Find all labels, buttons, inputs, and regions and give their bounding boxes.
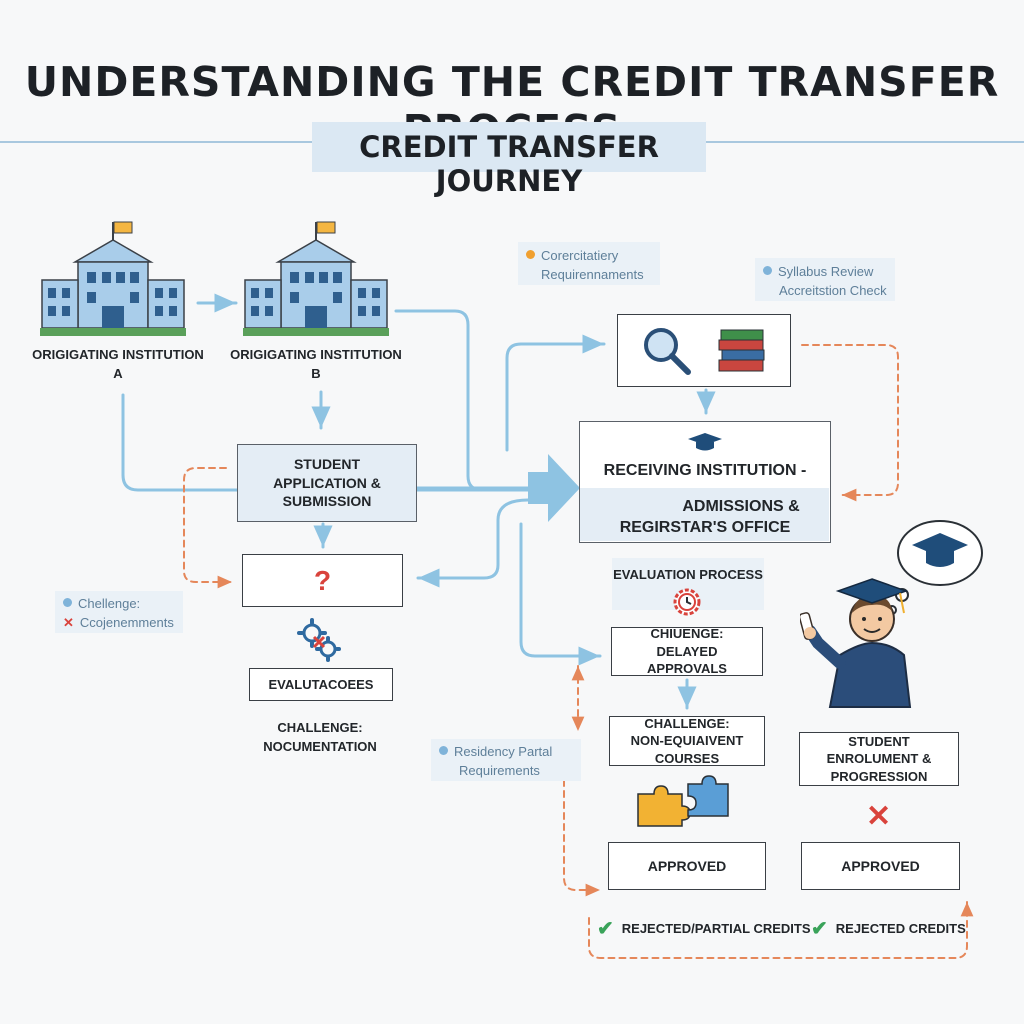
arrow-to-review — [505, 334, 606, 452]
approved-left-label: APPROVED — [647, 857, 727, 874]
question-box: ? — [242, 554, 403, 607]
note-syllabus-review: Syllabus Review Accreitstion Check — [755, 258, 895, 301]
gears-icon — [297, 618, 341, 662]
dashed-to-approved — [563, 779, 601, 897]
institution-a-letter: A — [113, 365, 123, 381]
note-challenge-line2: Ccojenemments — [79, 614, 174, 630]
thought-bubble — [887, 520, 983, 615]
magnifier-icon — [644, 327, 691, 375]
institution-b-letter: B — [311, 365, 321, 381]
approved-left-box: APPROVED — [608, 842, 766, 890]
note-challenge-line1: Chellenge: — [78, 596, 141, 611]
evaluation-left-box: EVALUTACOEES — [249, 668, 393, 701]
student-enrolment-box: STUDENT ENROLUMENT & PROGRESSION — [799, 732, 959, 786]
challenge-delayed-box: CHIUENGE: DELAYED APPROVALS — [611, 626, 763, 677]
note-syllabus-line2: Accreitstion Check — [779, 282, 887, 298]
building-icon — [243, 221, 389, 336]
arrow-a-to-receiving — [121, 393, 530, 492]
graduation-cap-icon — [688, 433, 722, 451]
blue-dot-icon — [439, 746, 448, 755]
check-icon: ✔ — [811, 918, 828, 940]
clock-gear-icon — [673, 588, 701, 616]
approved-right-label: APPROVED — [841, 857, 920, 874]
note-residency-line2: Requirements — [459, 762, 540, 778]
receiving-line3: REGIRSTAR'S OFFICE — [619, 519, 791, 537]
challenge-documentation-line1: CHALLENGE: — [277, 720, 363, 735]
graduate-figure — [800, 520, 983, 708]
puzzle-icon — [637, 775, 729, 827]
receiving-line2: ADMISSIONS & — [682, 497, 800, 515]
building-icon — [40, 221, 186, 336]
institution-b-name: ORIGIGATING INSTITUTION — [230, 347, 402, 362]
note-corr-line2: Requirennaments — [541, 266, 644, 282]
rejected-credits-label: REJECTED CREDITS — [835, 921, 966, 936]
blue-dot-icon — [763, 266, 772, 275]
dashed-loop-right — [801, 344, 899, 502]
student-application-label: STUDENT APPLICATION & SUBMISSION — [273, 455, 381, 510]
rejected-partial-label: REJECTED/PARTIAL CREDITS — [621, 921, 811, 936]
student-enrolment-label: STUDENT ENROLUMENT & PROGRESSION — [826, 733, 932, 784]
page-subtitle: CREDIT TRANSFER JOURNEY — [359, 130, 659, 198]
dashed-bottom-loop — [588, 901, 974, 959]
arrow-receiving-to-delayed — [519, 522, 602, 666]
challenge-documentation-line2: NOCUMENTATION — [263, 738, 377, 754]
cross-icon: ✕ — [63, 614, 74, 630]
student-application-box: STUDENT APPLICATION & SUBMISSION — [237, 444, 417, 522]
evaluation-left-label: EVALUTACOEES — [268, 676, 374, 692]
cross-icon: ✕ — [866, 800, 892, 833]
subtitle-band — [312, 122, 706, 172]
blue-dot-icon — [63, 598, 72, 607]
note-corr-line1: Corercitatiery — [541, 248, 619, 263]
rejected-credits-item: ✔ REJECTED CREDITS — [811, 916, 966, 941]
dashed-loop-left — [183, 467, 233, 589]
challenge-nonequiv-box: CHALLENGE: NON-EQUIAIVENT COURSES — [609, 716, 765, 766]
institution-a-label: ORIGIGATING INSTITUTION A — [30, 346, 206, 384]
institution-a-name: ORIGIGATING INSTITUTION — [32, 347, 204, 362]
note-syllabus-line1: Syllabus Review — [778, 264, 874, 279]
note-corr-requirements: Corercitatiery Requirennaments — [518, 242, 660, 285]
challenge-documentation-label: CHALLENGE: NOCUMENTATION — [240, 719, 400, 757]
note-residency: Residency Partal Requirements — [431, 739, 581, 781]
review-box — [617, 314, 791, 387]
question-mark: ? — [313, 564, 332, 596]
books-icon — [718, 329, 765, 371]
receiving-line1: RECEIVING INSTITUTION - — [603, 462, 807, 479]
institution-b-label: ORIGIGATING INSTITUTION B — [228, 346, 404, 384]
arrow-receiving-to-question — [416, 498, 530, 588]
challenge-nonequiv-line1: CHALLENGE: — [644, 715, 730, 731]
rejected-partial-item: ✔ REJECTED/PARTIAL CREDITS — [597, 916, 811, 941]
note-residency-line1: Residency Partal — [454, 744, 553, 759]
note-challenge-left: Chellenge: ✕ Ccojenemments — [55, 591, 183, 633]
big-chevron-arrow — [528, 454, 580, 522]
evaluation-process-label: EVALUATION PROCESS — [613, 567, 763, 582]
approved-right-box: APPROVED — [801, 842, 960, 890]
challenge-nonequiv-line2: NON-EQUIAIVENT COURSES — [630, 733, 744, 766]
arrow-b-to-receiving — [394, 309, 530, 492]
challenge-delayed-label: CHIUENGE: DELAYED APPROVALS — [647, 626, 727, 677]
receiving-institution-box: RECEIVING INSTITUTION - ADMISSIONS & REG… — [579, 421, 831, 543]
orange-dot-icon — [526, 250, 535, 259]
check-icon: ✔ — [597, 918, 614, 940]
